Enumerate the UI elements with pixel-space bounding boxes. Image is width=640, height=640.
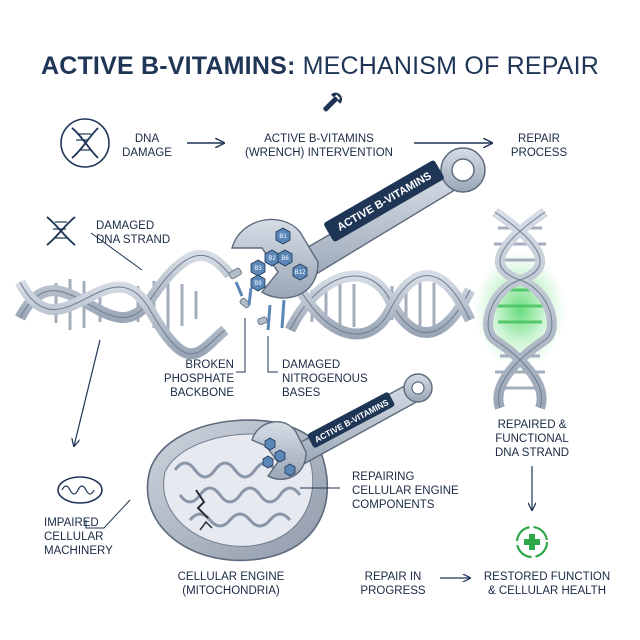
damaged-dna-helix [15,250,475,360]
repairing-components-label: REPAIRING CELLULAR ENGINE COMPONENTS [352,471,459,511]
broken-backbone-fragments [228,267,286,331]
hex-b6: B6 [281,256,289,262]
wrench-icon [323,92,342,112]
damaged-bases-label: DAMAGED NITROGENOUS BASES [282,359,368,399]
recycle-cross-icon [515,525,549,559]
repaired-strand-label: REPAIRED & FUNCTIONAL DNA STRAND [494,419,570,459]
dna-damage-icon [60,118,110,168]
impaired-machinery-label: IMPAIRED CELLULAR MACHINERY [44,517,113,557]
leader-damaged-strand [90,232,143,271]
hex-b9: B9 [254,281,262,287]
leader-impaired [85,499,131,529]
mitochondria-icon [57,476,103,504]
repaired-dna-helix [474,207,566,410]
title-bold: ACTIVE B-VITAMINS: [40,52,296,80]
flow-step-dna-damage: DNA DAMAGE [122,133,172,159]
damaged-strand-label: DAMAGED DNA STRAND [96,220,171,246]
leader-broken [236,318,246,373]
vitamin-hexagons: B1 B2 B3 B6 B9 B12 [250,227,308,292]
hex-b2: B2 [268,256,276,262]
repair-progress-label: REPAIR IN PROGRESS [360,571,426,597]
hex-b3: B3 [254,266,262,272]
broken-backbone-label: BROKEN PHOSPHATE BACKBONE [163,359,234,399]
flow-step-intervention: ACTIVE B-VITAMINS (WRENCH) INTERVENTION [244,133,393,159]
restored-function-label: RESTORED FUNCTION & CELLULAR HEALTH [483,571,611,597]
hex-b12: B12 [295,270,306,276]
small-wrench [251,373,433,480]
cellular-engine-label: CELLULAR ENGINE (MITOCHONDRIA) [177,571,285,597]
hex-b1: B1 [279,234,287,240]
mitochondrion [146,419,329,562]
flow-step-repair-process: REPAIR PROCESS [510,133,568,159]
title-light: MECHANISM OF REPAIR [302,52,600,80]
dna-icon [46,216,76,246]
leader-bases [267,336,278,373]
page-title: ACTIVE B-VITAMINS: MECHANISM OF REPAIR [0,52,640,81]
arrow-to-impaired [74,339,101,446]
